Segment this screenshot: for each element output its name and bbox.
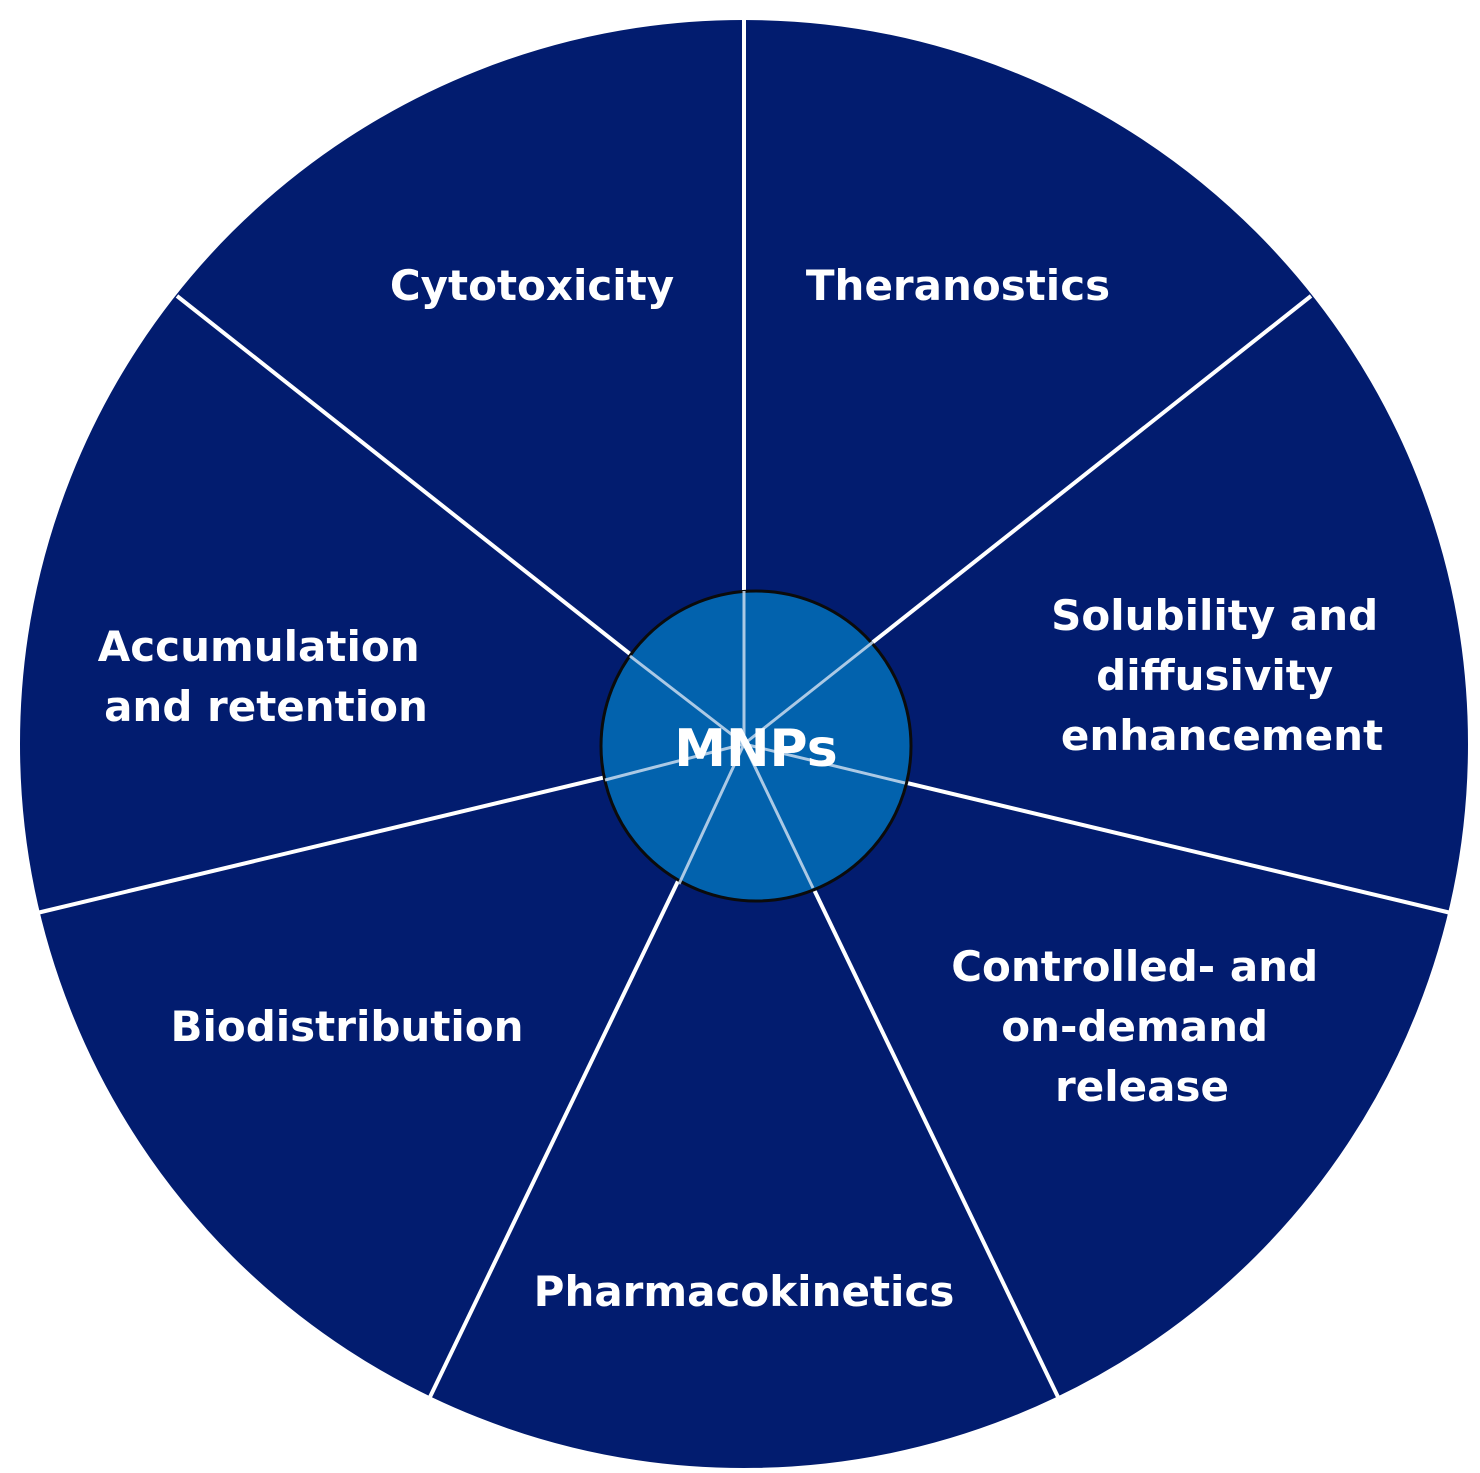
segment-label-line: Solubility and [1051,591,1378,640]
segment-label-line: Biodistribution [170,1002,523,1051]
segment-label-line: Controlled- and [951,942,1318,991]
hub-divider-left [604,742,745,782]
segment-label-line: Cytotoxicity [390,261,674,310]
hub-divider-upper-left [629,654,745,746]
segment-label-line: Accumulation [98,622,420,671]
segment-label-cytotoxicity: Cytotoxicity [390,261,674,310]
hub-divider-lower-right [742,743,815,889]
center-label: MNPs [674,719,837,779]
segment-label-biodistribution: Biodistribution [170,1002,523,1051]
segment-label-line: Pharmacokinetics [534,1267,955,1316]
hub-divider-lower-left [677,743,746,885]
segment-label-solubility: Solubility and diffusivity enhancement [1051,591,1393,760]
segment-label-controlled-release: Controlled- and on-demand release [951,942,1333,1111]
segment-label-line: diffusivity [1096,651,1333,700]
segment-label-pharmacokinetics: Pharmacokinetics [534,1267,955,1316]
hub-dividers [604,591,906,889]
segment-label-theranostics: Theranostics [806,261,1110,310]
segment-label-accumulation: Accumulation and retention [98,622,434,731]
segment-label-line: Theranostics [806,261,1110,310]
segment-label-line: release [1055,1062,1229,1111]
segment-label-line: on-demand [1001,1002,1268,1051]
hub-divider-right [743,742,906,785]
segment-label-line: enhancement [1061,711,1383,760]
segment-label-line: and retention [104,682,428,731]
segment-labels: Cytotoxicity Theranostics Solubility and… [98,261,1393,1316]
hub-divider-upper-right [743,640,874,746]
